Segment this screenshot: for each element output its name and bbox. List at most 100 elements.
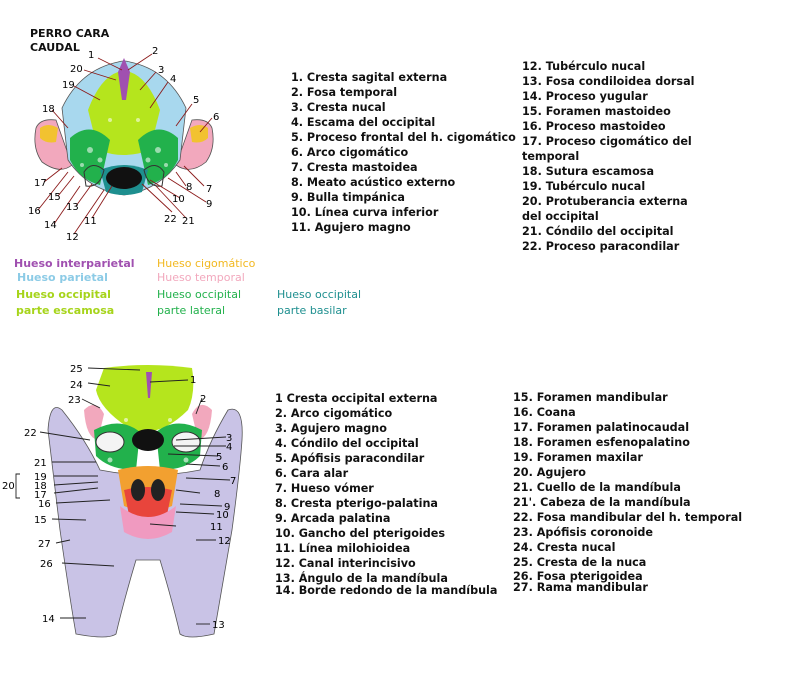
top-skull-drawing [34, 58, 214, 196]
bottom-callout-14: 14 [42, 614, 55, 625]
bottom-list-a-item: 7. Hueso vómer [275, 482, 374, 495]
bottom-list-a-item: 11. Línea milohioidea [275, 542, 411, 555]
top-list-b-item: 17. Proceso cigomático del temporal [522, 135, 692, 163]
top-list-b-item: 18. Sutura escamosa [522, 165, 654, 178]
top-list-b-item: 22. Proceso paracondilar [522, 240, 680, 253]
bottom-list-a-item: 9. Arcada palatina [275, 512, 391, 525]
top-list-b-item: 14. Proceso yugular [522, 90, 648, 103]
top-list-a-item: 8. Meato acústico externo [291, 176, 456, 189]
top-list-b-item: 19. Tubérculo nucal [522, 180, 646, 193]
legend-occipital-lateral: Hueso occipital parte lateral [157, 288, 241, 318]
top-callout-6: 6 [213, 112, 219, 123]
top-list-a-item: 7. Cresta mastoidea [291, 161, 418, 174]
bottom-callout-2: 2 [200, 394, 206, 405]
bottom-list-a-item: 6. Cara alar [275, 467, 349, 480]
legend-parietal: Hueso parietal [17, 271, 108, 284]
bottom-callout-10: 10 [216, 510, 229, 521]
top-leader-lines [37, 53, 213, 235]
bottom-list-a-item: 8. Cresta pterigo-palatina [275, 497, 438, 510]
bottom-list-b-item: 23. Apófisis coronoide [513, 526, 654, 539]
bottom-callout-17: 17 [34, 490, 47, 501]
bottom-list-a-item: 12. Canal interincisivo [275, 557, 416, 570]
top-callout-12: 12 [66, 232, 79, 243]
bottom-callout-23: 23 [68, 395, 81, 406]
top-callout-1: 1 [88, 50, 94, 61]
top-callout-8: 8 [186, 182, 192, 193]
legend-occipital-lateral-line1: Hueso occipital [157, 288, 241, 301]
top-list-b: 12. Tubérculo nucal 13. Fosa condiloidea… [522, 59, 697, 254]
top-callout-5: 5 [193, 95, 199, 106]
top-list-a-item: 4. Escama del occipital [291, 116, 436, 129]
legend-occipital-basilar-line1: Hueso occipital [277, 288, 361, 301]
bottom-list-b-item: 21. Cuello de la mandíbula [513, 481, 681, 494]
bottom-skull-drawing [47, 365, 243, 638]
bottom-list-a-item: 4. Cóndilo del occipital [275, 437, 419, 450]
top-callout-15: 15 [48, 192, 61, 203]
bottom-list-a-item: 13. Ángulo de la mandíbula [275, 572, 448, 585]
bottom-callout-19: 19 [34, 472, 47, 483]
top-callout-7: 7 [206, 184, 212, 195]
top-callout-13: 13 [66, 202, 79, 213]
bottom-list-b-item: 24. Cresta nucal [513, 541, 616, 554]
legend-occipital-basilar: Hueso occipital parte basilar [277, 288, 361, 318]
top-callout-4: 4 [170, 74, 176, 85]
legend-occipital-escamosa: Hueso occipital parte escamosa [16, 288, 114, 318]
top-list-a-item: 10. Línea curva inferior [291, 206, 439, 219]
bottom-callout-12: 12 [218, 536, 231, 547]
bottom-list-b-item: 21'. Cabeza de la mandíbula [513, 496, 691, 509]
legend-interparietal: Hueso interparietal [14, 257, 135, 270]
top-callout-17: 17 [34, 178, 47, 189]
legend-occipital-escamosa-line2: parte escamosa [16, 304, 115, 317]
bracket-20 [15, 473, 20, 499]
bottom-callout-labels: 25 24 1 23 2 22 3 4 5 21 6 7 20 19 18 17… [2, 364, 236, 631]
bottom-callout-18: 18 [34, 481, 47, 492]
bottom-callout-4: 4 [226, 442, 232, 453]
bottom-list-a-item: 10. Gancho del pterigoides [275, 527, 445, 540]
top-callout-18: 18 [42, 104, 55, 115]
top-list-b-item: 13. Fosa condiloidea dorsal [522, 75, 695, 88]
bottom-callout-13: 13 [212, 620, 225, 631]
bottom-list-b-item: 19. Foramen maxilar [513, 451, 643, 464]
bottom-list-b-item: 20. Agujero [513, 466, 586, 479]
bottom-list-b-item: 16. Coana [513, 406, 576, 419]
bottom-callout-21: 21 [34, 458, 47, 469]
top-callout-19: 19 [62, 80, 75, 91]
top-list-a-item: 1. Cresta sagital externa [291, 71, 448, 84]
top-callout-22: 22 [164, 214, 177, 225]
bottom-list-a: 1 Cresta occipital externa 2. Arco cigom… [275, 391, 497, 598]
top-list-b-item: 21. Cóndilo del occipital [522, 225, 674, 238]
top-callout-14: 14 [44, 220, 57, 231]
bottom-callout-6: 6 [222, 462, 228, 473]
bottom-list-b-item: 25. Cresta de la nuca [513, 556, 647, 569]
top-list-a-item: 9. Bulla timpánica [291, 191, 405, 204]
bottom-callout-8: 8 [214, 489, 220, 500]
top-list-a-item: 2. Fosa temporal [291, 86, 398, 99]
top-list-b-item: 20. Protuberancia externa del occipital [522, 195, 688, 223]
top-callout-20: 20 [70, 64, 83, 75]
legend-occipital-lateral-line2: parte lateral [157, 304, 226, 317]
top-list-a-item: 3. Cresta nucal [291, 101, 386, 114]
top-list-a-item: 5. Proceso frontal del h. cigomático [291, 131, 516, 144]
bottom-callout-7: 7 [230, 476, 236, 487]
bottom-leader-lines [39, 367, 231, 625]
bottom-list-a-item: 5. Apófisis paracondilar [275, 452, 425, 465]
bottom-list-b: 15. Foramen mandibular 16. Coana 17. For… [513, 390, 742, 595]
bottom-list-a-item: 14. Borde redondo de la mandíbula [275, 584, 498, 597]
top-callout-10: 10 [172, 194, 185, 205]
legend-occipital-escamosa-line1: Hueso occipital [16, 288, 111, 301]
legend-cigomatico: Hueso cigomático [157, 257, 256, 270]
top-list-a: 1. Cresta sagital externa 2. Fosa tempor… [291, 70, 516, 235]
top-callout-9: 9 [206, 199, 212, 210]
bottom-list-a-item: 3. Agujero magno [275, 422, 387, 435]
top-callout-21: 21 [182, 216, 195, 227]
bottom-callout-3: 3 [226, 433, 232, 444]
bottom-list-b-item: 18. Foramen esfenopalatino [513, 436, 690, 449]
bottom-callout-24: 24 [70, 380, 83, 391]
top-list-a-item: 11. Agujero magno [291, 221, 411, 234]
bottom-callout-27: 27 [38, 539, 51, 550]
bottom-callout-22: 22 [24, 428, 37, 439]
top-list-a-item: 6. Arco cigomático [291, 146, 409, 159]
bottom-callout-15: 15 [34, 515, 47, 526]
top-list-b-item: 12. Tubérculo nucal [522, 60, 646, 73]
